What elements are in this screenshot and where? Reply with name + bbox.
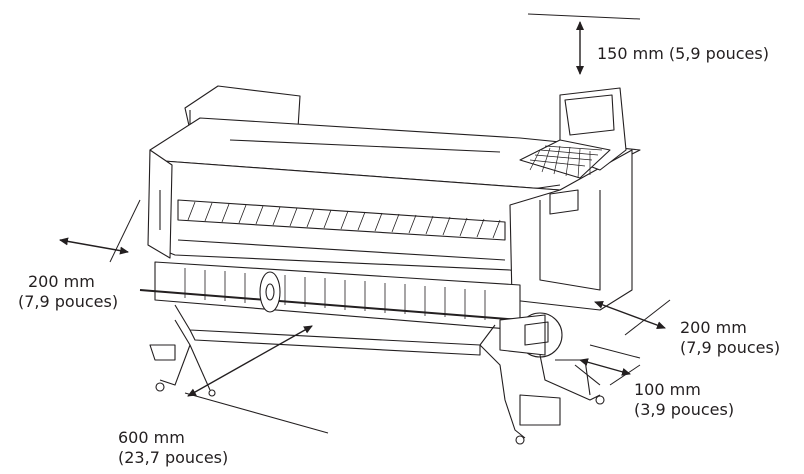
back-right-clearance-marker bbox=[579, 344, 641, 386]
back-right-clearance-label: 100 mm (3,9 pouces) bbox=[634, 380, 735, 419]
top-clearance-marker bbox=[527, 13, 641, 75]
right-clearance-label: 200 mm (7,9 pouces) bbox=[680, 318, 781, 357]
right-clearance-marker bbox=[594, 299, 671, 336]
front-clearance-marker bbox=[184, 325, 329, 434]
top-clearance-label: 150 mm (5,9 pouces) bbox=[597, 44, 769, 63]
front-clearance-label: 600 mm (23,7 pouces) bbox=[118, 428, 229, 467]
large-format-printer bbox=[139, 85, 641, 445]
left-clearance-marker bbox=[59, 199, 141, 263]
left-clearance-label: 200 mm (7,9 pouces) bbox=[18, 272, 119, 311]
